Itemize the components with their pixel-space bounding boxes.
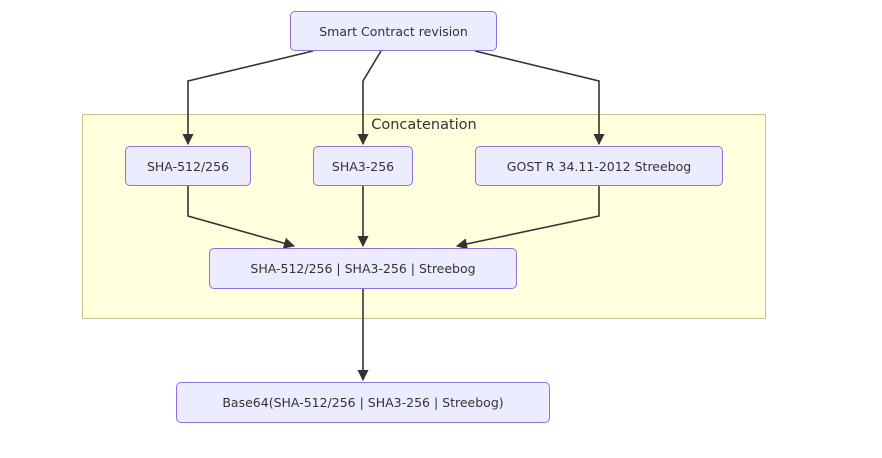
node-base64-output: Base64(SHA-512/256 | SHA3-256 | Streebog… xyxy=(176,382,550,423)
edge-root-to-gost xyxy=(474,50,605,146)
node-label: SHA-512/256 xyxy=(146,158,230,174)
node-gost-streebog: GOST R 34.11-2012 Streebog xyxy=(475,146,723,186)
node-label: SHA3-256 xyxy=(331,158,395,174)
edge-root-to-sha3 xyxy=(357,50,382,146)
node-label: Smart Contract revision xyxy=(319,23,468,39)
node-smart-contract-revision: Smart Contract revision xyxy=(290,11,497,51)
subgraph-title: Concatenation xyxy=(371,117,477,133)
node-sha-512-256: SHA-512/256 xyxy=(125,146,251,186)
node-concatenated-hash: SHA-512/256 | SHA3-256 | Streebog xyxy=(209,248,517,289)
edge-root-to-sha512 xyxy=(182,50,314,146)
node-sha3-256: SHA3-256 xyxy=(313,146,413,186)
edge-sha512-to-concat xyxy=(187,186,296,249)
node-label: GOST R 34.11-2012 Streebog xyxy=(506,158,692,174)
edge-gost-to-concat xyxy=(455,186,600,250)
node-label: Base64(SHA-512/256 | SHA3-256 | Streebog… xyxy=(222,395,504,410)
node-label: SHA-512/256 | SHA3-256 | Streebog xyxy=(250,261,476,276)
